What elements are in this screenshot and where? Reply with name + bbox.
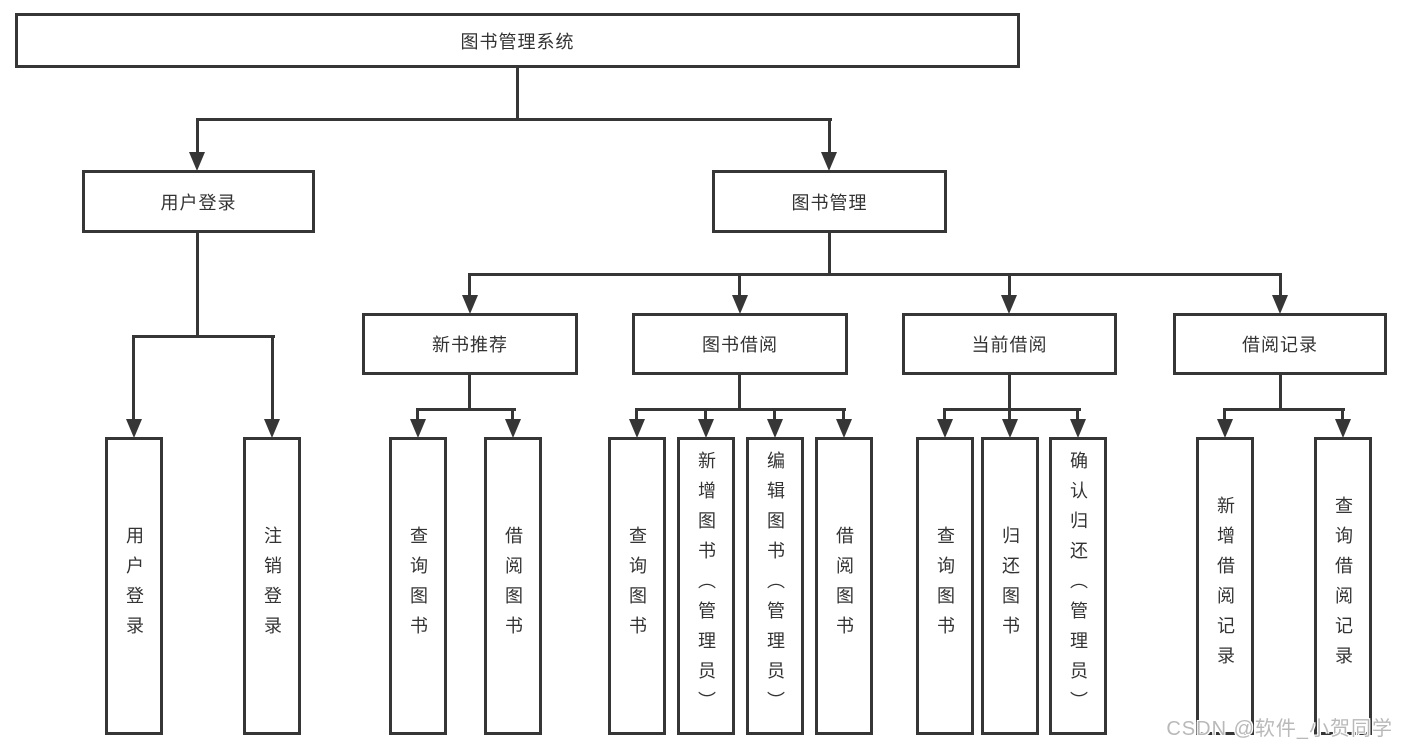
connector-root-vline [516,68,519,118]
arrowhead-down-icon [1070,419,1086,438]
connector-bookmgmt-hline [468,273,1282,276]
leaf-query-books-borrowing: 查询图书 [608,437,666,735]
arrowhead-down-icon [836,419,852,438]
connector-stub [1279,273,1282,297]
node-user-login: 用户登录 [82,170,315,233]
connector-stub [511,408,514,422]
connector-stub [468,273,471,297]
leaf-query-books-current: 查询图书 [916,437,974,735]
arrowhead-down-icon [264,419,280,438]
connector-bookmgmt-vline [828,233,831,273]
watermark-csdn: CSDN @软件_小贺同学 [1166,718,1393,740]
connector-section-vline [1008,375,1011,408]
connector-stub [738,273,741,297]
leaf-return-book: 归还图书 [981,437,1039,735]
leaf-add-borrow-record: 新增借阅记录 [1196,437,1254,735]
arrowhead-down-icon [1272,295,1288,314]
connector-stub [943,408,946,422]
arrowhead-down-icon [1335,419,1351,438]
connector-stub [704,408,707,422]
leaf-edit-book-admin: 编辑图书（管理员） [746,437,804,735]
leaf-add-book-admin: 新增图书（管理员） [677,437,735,735]
connector-stub [1008,273,1011,297]
arrowhead-down-icon [698,419,714,438]
arrowhead-down-icon [505,419,521,438]
leaf-user-login: 用户登录 [105,437,163,735]
arrowhead-down-icon [732,295,748,314]
leaf-borrow-books-recommend: 借阅图书 [484,437,542,735]
connector-section-hline [1223,408,1345,411]
arrowhead-down-icon [629,419,645,438]
arrowhead-down-icon [937,419,953,438]
connector-stub [635,408,638,422]
connector-stub [1076,408,1079,422]
leaf-query-books-recommend: 查询图书 [389,437,447,735]
connector-section-vline [1279,375,1282,408]
node-borrowing-records: 借阅记录 [1173,313,1387,375]
leaf-borrow-books: 借阅图书 [815,437,873,735]
leaf-confirm-return-admin: 确认归还（管理员） [1049,437,1107,735]
connector-section-hline [416,408,516,411]
arrowhead-down-icon [1217,419,1233,438]
connector-userlogin-hline [132,335,275,338]
connector-stub [773,408,776,422]
node-current-borrowing: 当前借阅 [902,313,1117,375]
node-book-borrowing: 图书借阅 [632,313,848,375]
connector-section-vline [738,375,741,408]
node-book-management: 图书管理 [712,170,947,233]
connector-stub [842,408,845,422]
connector-userlogin-vline [196,233,199,335]
connector-stub [828,118,831,154]
arrowhead-down-icon [1002,419,1018,438]
node-new-book-recommendation: 新书推荐 [362,313,578,375]
leaf-logout: 注销登录 [243,437,301,735]
arrowhead-down-icon [126,419,142,438]
connector-root-hline [196,118,832,121]
connector-stub [196,118,199,154]
connector-stub [1008,408,1011,422]
arrowhead-down-icon [189,152,205,171]
connector-section-hline [943,408,1081,411]
node-root-book-management-system: 图书管理系统 [15,13,1020,68]
arrowhead-down-icon [1001,295,1017,314]
connector-stub [1341,408,1344,422]
arrowhead-down-icon [821,152,837,171]
arrowhead-down-icon [462,295,478,314]
leaf-query-borrow-record: 查询借阅记录 [1314,437,1372,735]
connector-section-hline [635,408,846,411]
connector-stub [416,408,419,422]
arrowhead-down-icon [767,419,783,438]
arrowhead-down-icon [410,419,426,438]
connector-stub [1223,408,1226,422]
connector-stub [271,335,274,421]
connector-section-vline [468,375,471,408]
connector-stub [132,335,135,421]
